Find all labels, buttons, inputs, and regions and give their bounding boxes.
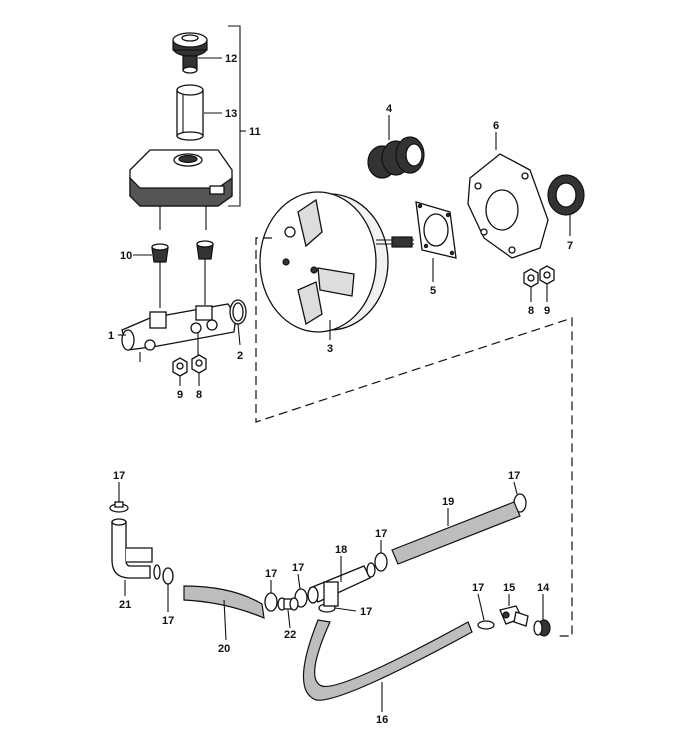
callout-19: 19 [442,496,454,508]
callout-14: 14 [537,582,550,594]
callout-4: 4 [386,103,393,115]
check-valve-18[interactable] [307,562,376,607]
callout-17-h: 17 [472,582,484,594]
brake-master-cylinder[interactable] [121,303,237,362]
callout-17-a: 17 [113,470,125,482]
callout-10: 10 [120,250,132,262]
callout-2: 2 [237,350,243,362]
master-cylinder-seal-ring[interactable] [229,299,247,325]
reservoir-cap[interactable] [172,32,208,74]
assembly-dashed-line [255,237,573,637]
callout-18: 18 [335,544,347,556]
booster-bracket[interactable] [467,153,549,259]
callout-17-d: 17 [292,562,304,574]
callout-9-left: 9 [177,389,183,401]
callout-7: 7 [567,240,573,252]
callout-15: 15 [503,582,515,594]
callout-16: 16 [376,714,388,726]
callout-6: 6 [493,120,499,132]
callout-17-g: 17 [508,470,520,482]
callout-5: 5 [430,285,436,297]
callout-21: 21 [119,599,131,611]
booster-gasket[interactable] [415,201,457,259]
hose-clamp-17-c[interactable] [264,592,278,612]
callout-17-b: 17 [162,615,174,627]
hose-clamp-17-b[interactable] [162,567,174,585]
callout-12: 12 [225,53,237,65]
hose-16[interactable] [302,619,473,701]
callout-17-c: 17 [265,568,277,580]
callout-9-right: 9 [544,305,550,317]
master-cylinder-nuts[interactable] [172,354,207,377]
callout-labels: 12 13 11 10 1 2 9 8 3 4 5 6 7 8 9 17 21 … [108,53,573,726]
callout-22: 22 [284,629,296,641]
brake-fluid-reservoir[interactable] [129,149,233,230]
reservoir-grommets[interactable] [151,240,214,308]
hose-19[interactable] [391,501,521,565]
hose-clamp-17-h[interactable] [477,620,495,630]
hose-clamp-17-a[interactable] [109,501,129,513]
callout-8-right: 8 [528,305,534,317]
callout-1: 1 [108,330,114,342]
hose-21[interactable] [111,518,161,580]
bracket-seal-ring[interactable] [547,174,585,216]
callout-17-f: 17 [360,606,372,618]
callout-11: 11 [249,126,261,138]
fitting-15[interactable] [499,605,529,627]
brake-booster[interactable] [259,191,414,333]
callout-20: 20 [218,643,230,655]
bracket-nuts[interactable] [523,265,555,288]
callout-13: 13 [225,108,237,120]
hose-clamp-17-e[interactable] [374,552,388,572]
leader-lines [118,57,571,712]
callout-3: 3 [327,343,333,355]
connector-22[interactable] [277,597,299,611]
callout-17-e: 17 [375,528,387,540]
reservoir-strainer[interactable] [176,84,204,141]
booster-dust-boot[interactable] [367,136,425,179]
assembly-bracket-11 [228,25,241,207]
callout-8-left: 8 [196,389,202,401]
grommet-14[interactable] [533,619,551,637]
